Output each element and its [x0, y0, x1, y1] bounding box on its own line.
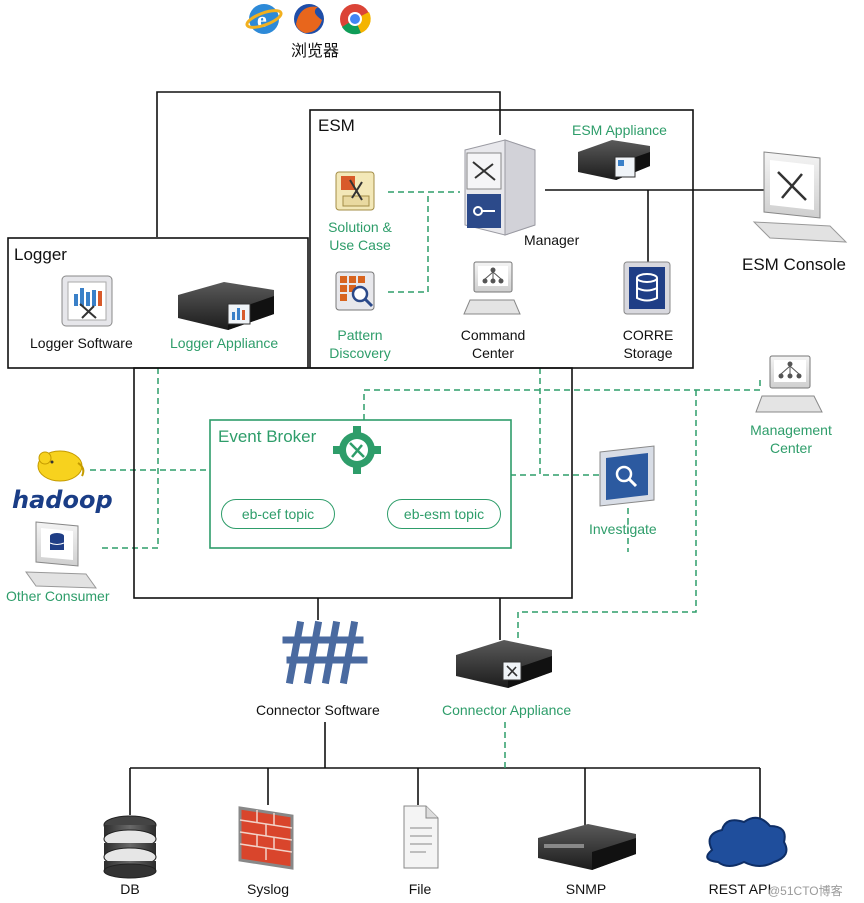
corre-storage-icon — [623, 261, 671, 315]
rest-api-cloud-icon — [706, 816, 788, 867]
syslog-firewall-icon — [238, 806, 294, 870]
corre-line2: Storage — [623, 345, 673, 361]
svg-text:e: e — [257, 7, 267, 32]
connector-appliance-label: Connector Appliance — [442, 702, 572, 718]
chrome-browser-icon — [340, 4, 371, 35]
eb-cef-topic: eb-cef topic — [221, 499, 335, 529]
esm-console-label: ESM Console — [742, 255, 846, 274]
pattern-discovery-label: Pattern Discovery — [318, 326, 402, 362]
investigate-icon — [599, 445, 655, 507]
other-consumer-label: Other Consumer — [6, 588, 110, 604]
solution-usecase-label: Solution & Use Case — [318, 218, 402, 254]
firefox-browser-icon — [294, 4, 324, 34]
command-center-line1: Command — [460, 327, 526, 343]
db-icon — [103, 815, 157, 879]
manager-server-icon — [464, 139, 536, 236]
source-file-label: File — [408, 881, 432, 897]
source-snmp-label: SNMP — [565, 881, 607, 897]
source-db-label: DB — [120, 881, 140, 897]
solution-label-line2: Use Case — [329, 237, 391, 253]
logger-appliance-icon — [178, 282, 274, 330]
logger-software-label: Logger Software — [30, 335, 133, 351]
management-center-label: Management Center — [738, 421, 844, 457]
event-broker-title: Event Broker — [218, 427, 317, 446]
management-line2: Center — [769, 440, 813, 456]
solid-connectors — [129, 91, 780, 825]
corre-storage-label: CORRE Storage — [610, 326, 686, 362]
browser-label: 浏览器 — [290, 43, 339, 60]
solution-usecase-icon — [335, 171, 375, 211]
command-center-label: Command Center — [450, 326, 536, 362]
file-icon — [403, 805, 439, 869]
pattern-label-line2: Discovery — [329, 345, 391, 361]
logger-appliance-label: Logger Appliance — [170, 335, 279, 351]
management-center-icon — [755, 355, 823, 413]
esm-appliance-label: ESM Appliance — [572, 122, 667, 138]
connector-software-label: Connector Software — [256, 702, 380, 718]
watermark: @51CTO博客 — [768, 884, 843, 898]
esm-title: ESM — [318, 116, 355, 135]
ie-browser-icon: e — [245, 4, 283, 34]
hadoop-logo-icon: hadoop — [12, 450, 113, 514]
pattern-discovery-icon — [335, 271, 375, 311]
esm-appliance-icon — [578, 140, 650, 180]
manager-label: Manager — [524, 232, 580, 248]
collection-box — [133, 367, 573, 599]
snmp-server-icon — [538, 824, 636, 870]
connector-appliance-icon — [456, 640, 552, 688]
connector-software-icon — [282, 620, 368, 685]
other-consumer-icon — [25, 521, 97, 589]
investigate-label: Investigate — [589, 521, 657, 537]
corre-line1: CORRE — [622, 327, 674, 343]
logger-title: Logger — [14, 245, 67, 264]
eb-esm-topic: eb-esm topic — [387, 499, 501, 529]
command-center-icon — [463, 261, 521, 315]
solution-label-line1: Solution & — [328, 219, 392, 235]
management-line1: Management — [750, 422, 832, 438]
source-rest-api-label: REST API — [708, 881, 772, 897]
pattern-label-line1: Pattern — [337, 327, 383, 343]
logger-software-icon — [61, 275, 113, 327]
hadoop-label: hadoop — [12, 486, 113, 514]
event-broker-gear-icon — [333, 426, 381, 474]
source-syslog-label: Syslog — [246, 881, 290, 897]
command-center-line2: Center — [471, 345, 515, 361]
esm-console-icon — [752, 151, 848, 243]
